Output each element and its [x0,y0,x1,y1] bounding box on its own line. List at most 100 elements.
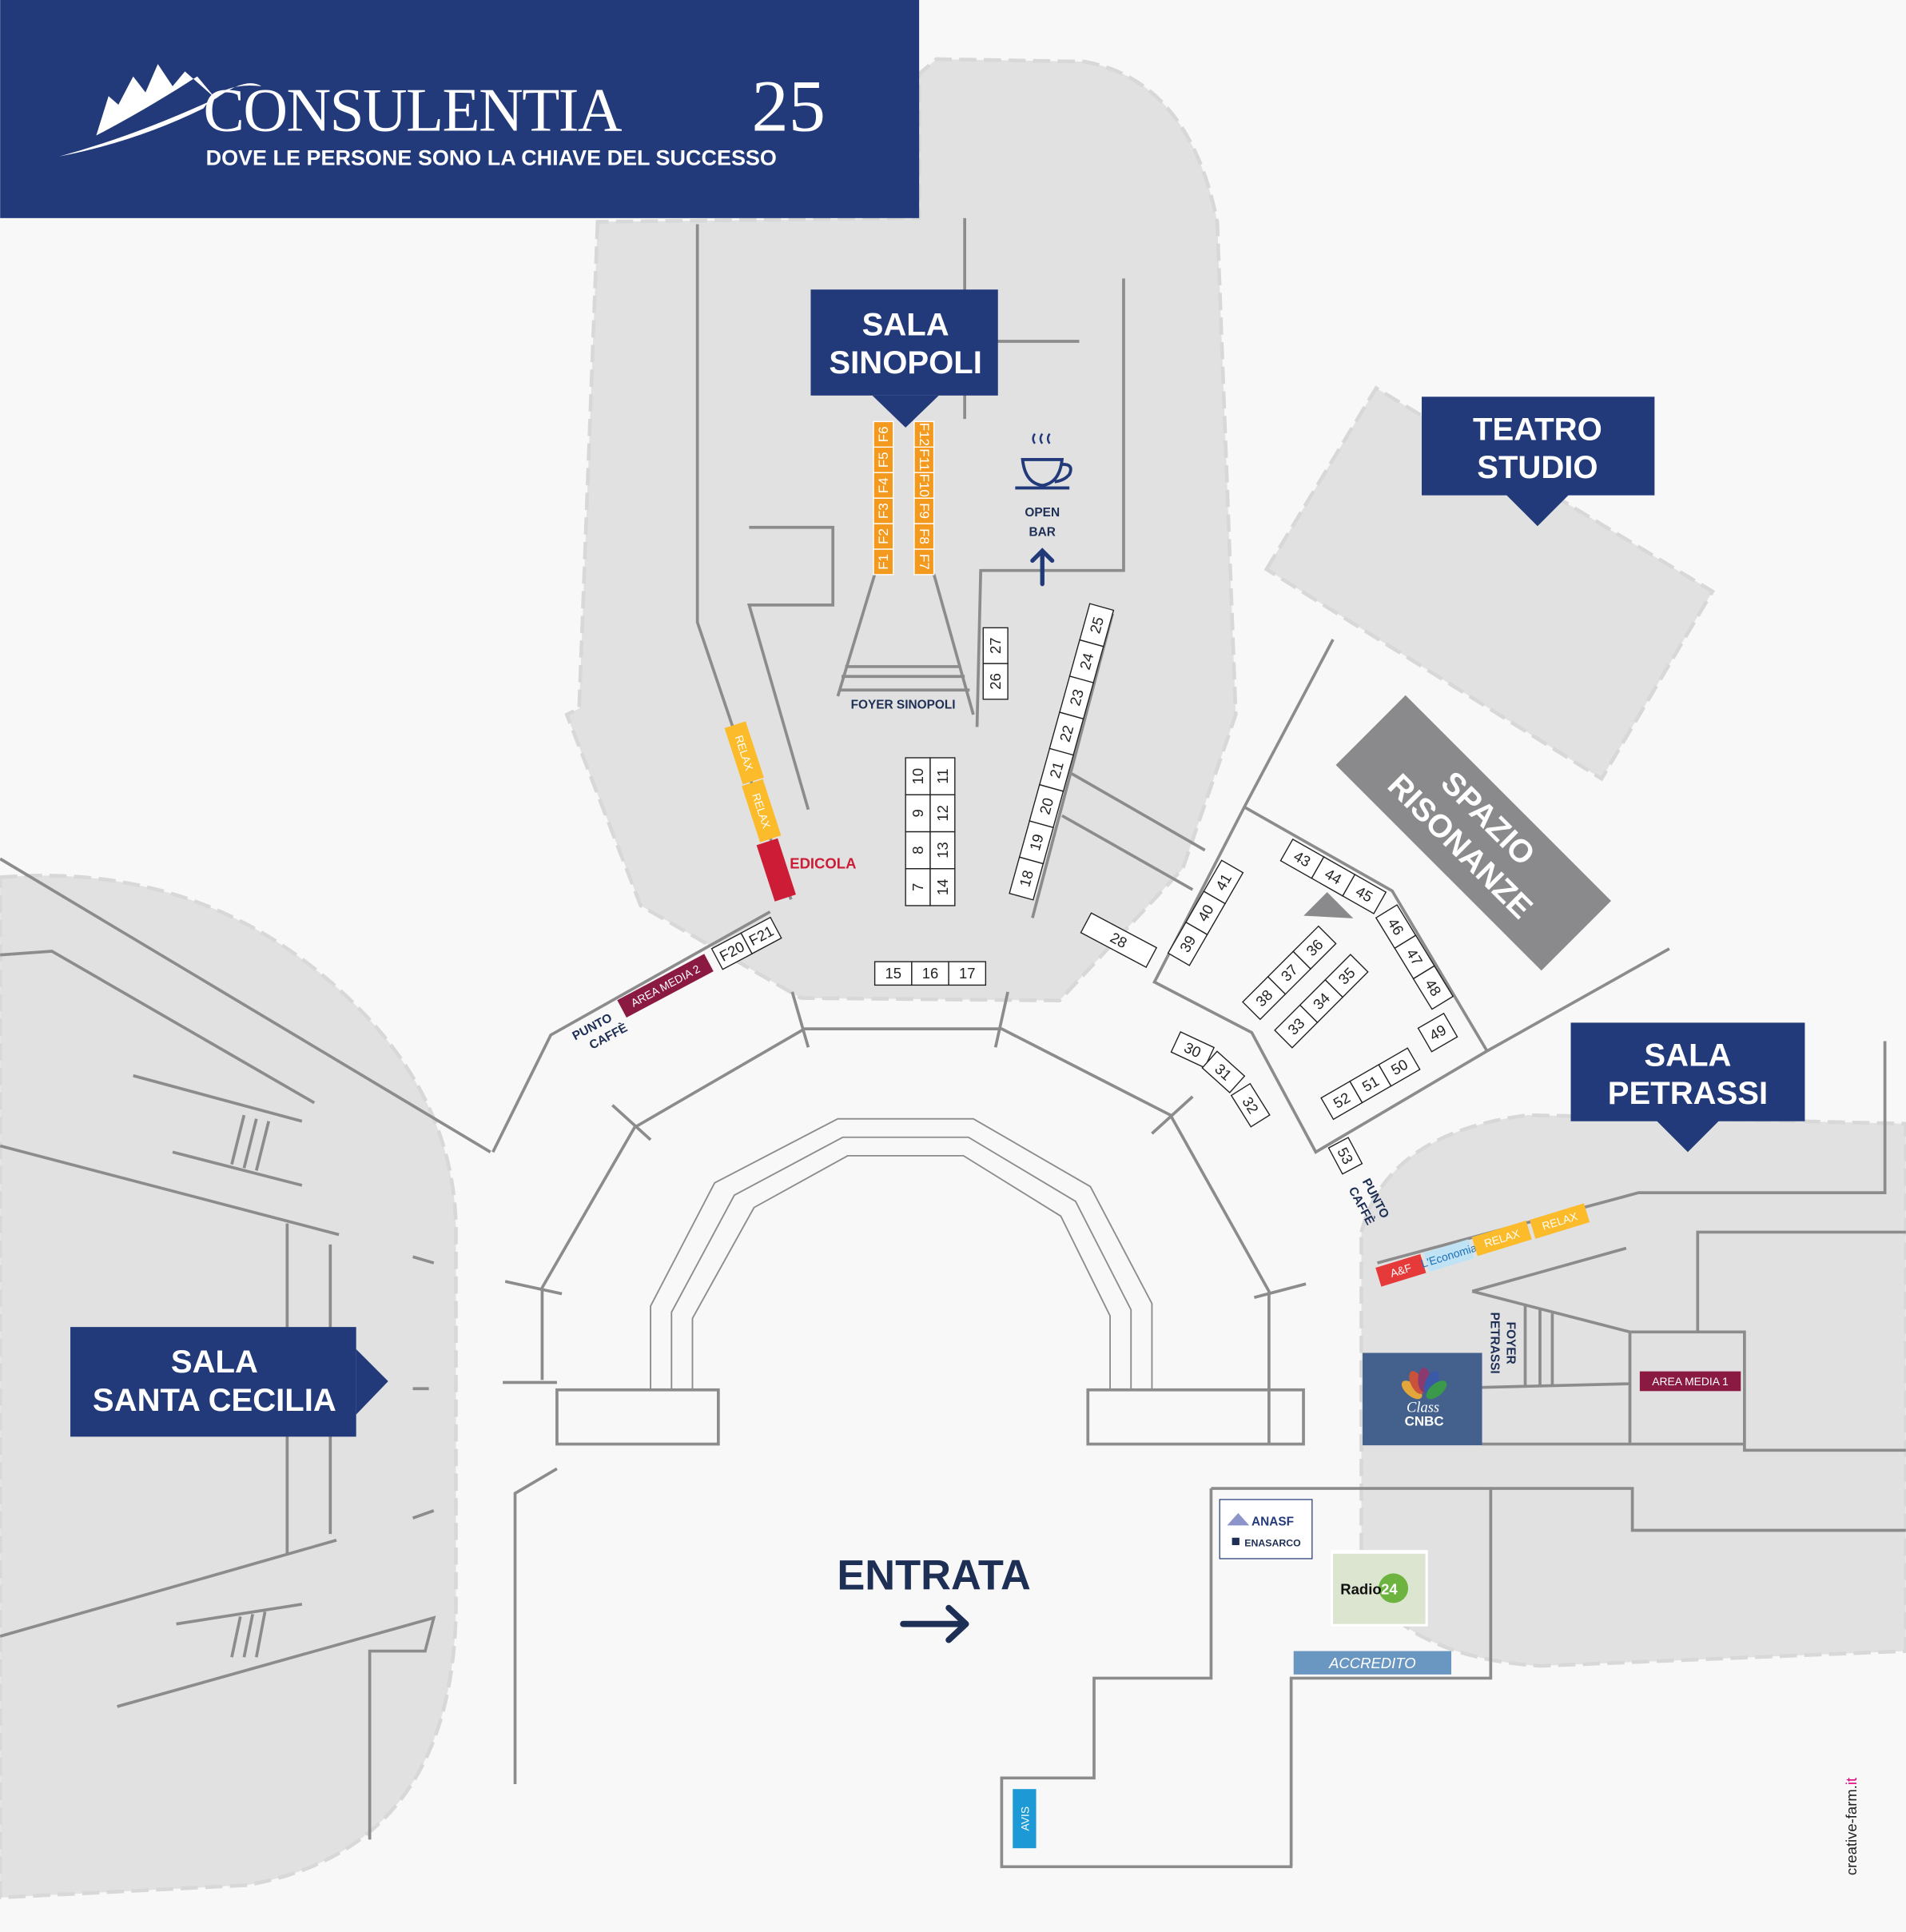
booth-outline [1378,1047,1421,1087]
booth-f20[interactable]: F20 [710,932,753,970]
booth-33[interactable]: 33 [1274,1004,1319,1049]
booth-number: 13 [934,842,951,858]
booth-number: 11 [934,769,951,784]
booth-f10[interactable]: F10 [913,472,935,499]
cnbc-logo-text: CNBC [1405,1413,1444,1428]
booth-outline [1170,1031,1216,1069]
booth-7[interactable]: 7 [905,868,931,906]
booth-41[interactable]: 41 [1203,859,1244,905]
booth-52[interactable]: 52 [1320,1080,1363,1121]
booth-f11[interactable]: F11 [913,446,935,473]
booth-number: 18 [1016,868,1037,888]
edicola-label: EDICOLA [790,855,856,872]
booth-outline [1201,1050,1246,1093]
class-cnbc-sponsor[interactable]: Class CNBC [1363,1352,1482,1446]
booth-10[interactable]: 10 [905,757,931,795]
booth-number: F12 [917,423,932,446]
booth-15[interactable]: 15 [873,961,913,986]
booth-35[interactable]: 35 [1324,954,1369,998]
booth-outline [913,420,935,448]
booth-39[interactable]: 39 [1167,921,1208,966]
booth-f7[interactable]: F7 [913,548,935,576]
booth-50[interactable]: 50 [1378,1047,1421,1087]
booth-f4[interactable]: F4 [873,472,894,499]
booth-18[interactable]: 18 [1009,856,1045,901]
booth-8[interactable]: 8 [905,831,931,870]
booth-45[interactable]: 45 [1342,874,1387,914]
radio-logo-text: Radio [1340,1581,1381,1598]
booth-f5[interactable]: F5 [873,446,894,473]
booth-20[interactable]: 20 [1029,783,1064,829]
booth-34[interactable]: 34 [1299,978,1344,1024]
booth-44[interactable]: 44 [1311,856,1356,897]
af-sponsor[interactable]: A&F [1375,1253,1427,1287]
booth-f8[interactable]: F8 [913,523,935,550]
entrance[interactable]: ENTRATA [837,1552,1031,1643]
booth-17[interactable]: 17 [948,961,987,986]
booth-12[interactable]: 12 [929,794,956,833]
accredito-desk[interactable]: ACCREDITO [1293,1651,1452,1675]
radio24-sponsor[interactable]: Radio 24 [1330,1550,1428,1627]
booth-31[interactable]: 31 [1201,1050,1246,1093]
booth-9[interactable]: 9 [905,794,931,833]
booth-51[interactable]: 51 [1349,1064,1392,1104]
booth-f1[interactable]: F1 [873,548,894,576]
enasarco-logo-text: ENASARCO [1244,1538,1301,1549]
booth-f3[interactable]: F3 [873,497,894,524]
avis-desk[interactable]: AVIS [1013,1789,1037,1849]
arrow-right-icon [900,1604,969,1643]
booth-40[interactable]: 40 [1185,890,1226,936]
booth-36[interactable]: 36 [1292,925,1337,970]
booth-46[interactable]: 46 [1375,904,1417,950]
booth-43[interactable]: 43 [1279,839,1325,879]
hall-label-petrassi[interactable]: SALA PETRASSI [1570,1022,1805,1153]
open-bar-label: BAR [1029,526,1056,540]
booth-14[interactable]: 14 [929,868,956,906]
booth-47[interactable]: 47 [1394,934,1435,980]
booth-number: F2 [876,528,891,544]
booth-13[interactable]: 13 [929,831,956,870]
edicola-block[interactable] [756,838,796,902]
area-media-1-label: AREA MEDIA 1 [1652,1375,1729,1388]
booth-outline [1342,874,1387,914]
booth-53[interactable]: 53 [1327,1137,1363,1175]
open-bar[interactable]: OPEN BAR [1015,432,1072,587]
booth-38[interactable]: 38 [1242,975,1287,1021]
booth-f9[interactable]: F9 [913,497,935,524]
avis-label: AVIS [1019,1807,1032,1831]
booth-30[interactable]: 30 [1170,1031,1216,1069]
booth-11[interactable]: 11 [929,757,956,795]
booth-f12[interactable]: F12 [913,420,935,448]
booth-22[interactable]: 22 [1048,711,1084,756]
booth-f6[interactable]: F6 [873,420,894,448]
anasf-enasarco-sponsor[interactable]: ANASF ENASARCO [1219,1499,1313,1560]
open-bar-label: OPEN [1025,506,1060,520]
hall-label-sinopoli[interactable]: SALA SINOPOLI [810,289,998,428]
booth-16[interactable]: 16 [911,961,949,986]
booth-24[interactable]: 24 [1068,639,1104,683]
booth-19[interactable]: 19 [1018,820,1054,865]
booth-37[interactable]: 37 [1267,950,1312,995]
booth-26[interactable]: 26 [982,663,1009,700]
booth-number: F11 [917,448,932,471]
booth-49[interactable]: 49 [1417,1012,1458,1053]
booth-25[interactable]: 25 [1079,603,1115,647]
booth-number: 8 [909,846,926,854]
booth-27[interactable]: 27 [982,627,1009,664]
area-media-1[interactable]: AREA MEDIA 1 [1639,1371,1741,1392]
booth-number: 27 [987,637,1004,654]
anasf-logo-icon [1227,1512,1250,1526]
hall-name: SALA [1644,1038,1731,1073]
coffee-cup-icon [1015,432,1072,490]
booth-28[interactable]: 28 [1080,912,1158,969]
booth-outline [948,961,987,986]
booth-48[interactable]: 48 [1412,965,1454,1010]
booth-outline [1080,912,1158,969]
foyer-petrassi-label: FOYER PETRASSI [1487,1313,1517,1374]
entrata-label: ENTRATA [837,1552,1031,1599]
hall-label-santa-cecilia[interactable]: SALA SANTA CECILIA [70,1327,388,1437]
booth-f2[interactable]: F2 [873,523,894,550]
booth-32[interactable]: 32 [1230,1082,1271,1128]
arrow-up-icon [1030,548,1055,587]
hall-label-teatro-studio[interactable]: TEATRO STUDIO [1422,396,1655,527]
